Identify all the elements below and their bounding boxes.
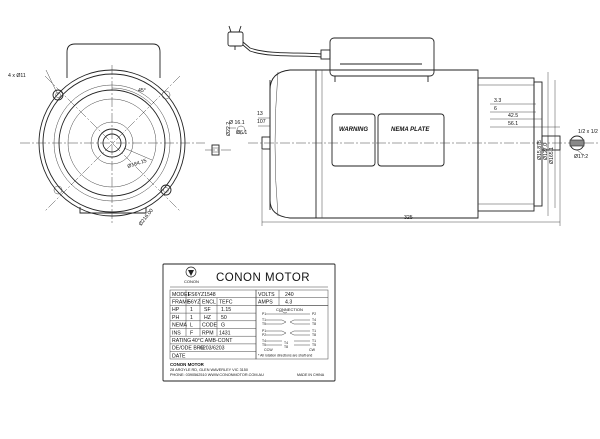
- spec-label: CODE: [202, 323, 218, 329]
- connection-title: CONNECTION: [276, 307, 303, 312]
- warning-label: WARNING: [339, 127, 368, 133]
- term-label: T5: [262, 322, 266, 326]
- spec-value: 56YZ: [188, 300, 200, 306]
- term-label: P2: [312, 312, 316, 316]
- term-label: P1: [262, 329, 266, 333]
- dim-56-1: 56.1: [508, 121, 518, 127]
- spec-value: 50: [221, 315, 227, 321]
- volts-value: 240: [285, 292, 294, 298]
- spec-label: MODEL: [172, 292, 191, 298]
- spec-value: L: [190, 323, 193, 329]
- term-label: T5: [312, 343, 316, 347]
- electrical-ratings: VOLTS 240 AMPS 4.3: [255, 289, 329, 306]
- term-label: T1: [312, 329, 316, 333]
- conon-logo-icon: CONON: [184, 266, 199, 284]
- nameplate-title: CONON MOTOR: [216, 272, 310, 284]
- company-name: CONON MOTOR: [170, 362, 205, 367]
- spec-label: FRAME: [172, 300, 191, 306]
- spec-label: RPM: [202, 330, 214, 336]
- rotation-ccw: CCW: [264, 348, 273, 352]
- key-dim: 1/2 x 1/2: [578, 129, 598, 135]
- made-in: MADE IN CHINA: [297, 373, 325, 377]
- spec-value: 40°C AMB-CONT: [192, 338, 233, 344]
- spec-value: 1431: [219, 330, 231, 336]
- nema-plate-label: NEMA PLATE: [391, 127, 430, 133]
- shaft-v: Ø 16.1: [229, 120, 245, 126]
- spec-label: NEMA: [172, 323, 188, 329]
- spec-label: SF: [204, 307, 211, 313]
- volts-label: VOLTS: [258, 292, 275, 298]
- term-label: P1: [262, 312, 266, 316]
- shaft-detail: Ø22.2 Ø6.1 Ø 16.1: [205, 120, 247, 156]
- shaft-dia-dim: Ø15.875: [537, 140, 543, 160]
- connection-note: * All rotation directions are shaft end: [258, 354, 312, 358]
- term-label: T4: [262, 339, 266, 343]
- rotation-cw: CW: [309, 348, 316, 352]
- shaft-d2: Ø6.1: [236, 130, 247, 136]
- spec-value: 1: [190, 307, 193, 313]
- spec-label: HZ: [204, 315, 211, 321]
- spec-value: G: [221, 323, 225, 329]
- spec-label: INS: [172, 330, 181, 336]
- front-view: 45° 4 x Ø11 Ø184.15 Ø216.00: [8, 43, 205, 227]
- dia-165-dim: Ø165.1: [549, 147, 555, 164]
- spec-value: 1: [190, 315, 193, 321]
- spec-value: FS6YZ1548: [188, 292, 216, 298]
- term-label: T1: [312, 339, 316, 343]
- connection-diagram: CONNECTION P1 P2 T1 T5 T4 T8: [255, 305, 329, 360]
- dim-6: 6: [494, 106, 497, 112]
- term-label: P2: [262, 333, 266, 337]
- term-label: T8: [312, 333, 316, 337]
- spec-table: MODEL FS6YZ1548 FRAME 56YZ ENCL TEFC HP …: [169, 289, 257, 359]
- logo-text: CONON: [184, 279, 199, 284]
- term-label: T4: [312, 318, 316, 322]
- amps-label: AMPS: [258, 300, 273, 306]
- company-contact: PHONE: 0390562510 WWW.CONONMOTOR.COM.AU: [170, 373, 264, 377]
- amps-value: 4.3: [285, 300, 292, 306]
- spec-value: TEFC: [219, 300, 233, 306]
- pcd-dim: Ø184.15: [127, 158, 148, 170]
- nameplate: CONON CONON MOTOR MODEL FS6YZ1548 FRAME …: [162, 263, 336, 382]
- term-label: T8: [284, 345, 288, 349]
- spec-value: 1.15: [221, 307, 231, 313]
- key-detail: 1/2 x 1/2 Ø17.2: [569, 129, 598, 160]
- company-address: 28 ARGYLE RD, GLEN WAVERLEY VIC 3150: [170, 368, 248, 372]
- dia-127-dim: Ø127.0: [543, 143, 549, 160]
- length-dim: 325: [404, 215, 413, 221]
- spec-label: ENCL: [202, 300, 216, 306]
- dim-13: 13: [257, 111, 263, 117]
- term-label: T8: [312, 322, 316, 326]
- key-d17: Ø17.2: [574, 154, 588, 160]
- dim-107: 107: [257, 119, 266, 125]
- spec-label: RATING: [172, 338, 191, 344]
- hole-dim: 4 x Ø11: [8, 73, 26, 79]
- term-label: T5: [262, 343, 266, 347]
- term-label: T1: [262, 318, 266, 322]
- spec-label: DATE: [172, 353, 186, 359]
- dim-3-3: 3.3: [494, 98, 501, 104]
- shaft-d1: Ø22.2: [226, 122, 232, 136]
- dim-42-5: 42.5: [508, 113, 518, 119]
- spec-value: 6203/6203: [200, 346, 225, 352]
- spec-label: DE/ODE BRG: [172, 346, 205, 352]
- spec-label: PH: [172, 315, 179, 321]
- side-view: WARNING NEMA PLATE 325 13 107 3.3 6 42.5…: [227, 25, 600, 226]
- term-label: T4: [284, 341, 288, 345]
- spec-value: F: [190, 330, 193, 336]
- angle-dim: 45°: [138, 88, 146, 94]
- spec-label: HP: [172, 307, 180, 313]
